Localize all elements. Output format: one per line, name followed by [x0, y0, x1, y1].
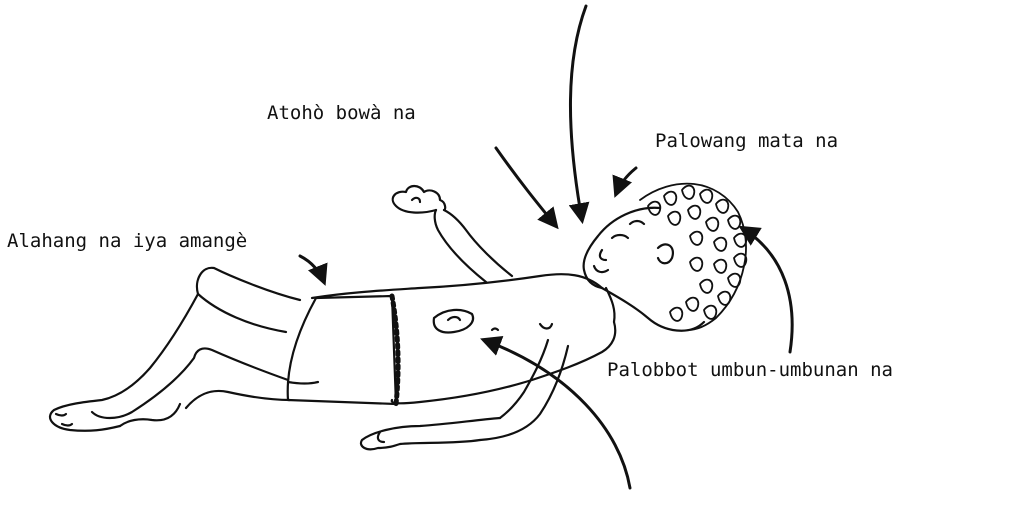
child-raised-arm — [393, 186, 512, 282]
label-atoho: Atohò bowà na — [267, 104, 416, 123]
child-head — [584, 208, 704, 331]
arrow-alahang — [300, 256, 324, 282]
child-lower-arm — [361, 340, 568, 449]
arrow-palowang — [616, 168, 636, 194]
arrow-atoho — [496, 148, 556, 226]
label-palowang: Palowang mata na — [655, 132, 838, 151]
label-palobbot: Palobbot umbun-umbunan na — [607, 361, 893, 380]
child-legs — [50, 268, 300, 431]
pointer-arrows — [300, 6, 792, 488]
arrow-palobbot — [742, 228, 792, 352]
child-shorts — [288, 296, 398, 404]
child-hair — [640, 184, 746, 330]
arrow-top — [570, 6, 586, 220]
label-alahang: Alahang na iya amangè — [7, 232, 247, 251]
child-torso — [312, 274, 615, 403]
